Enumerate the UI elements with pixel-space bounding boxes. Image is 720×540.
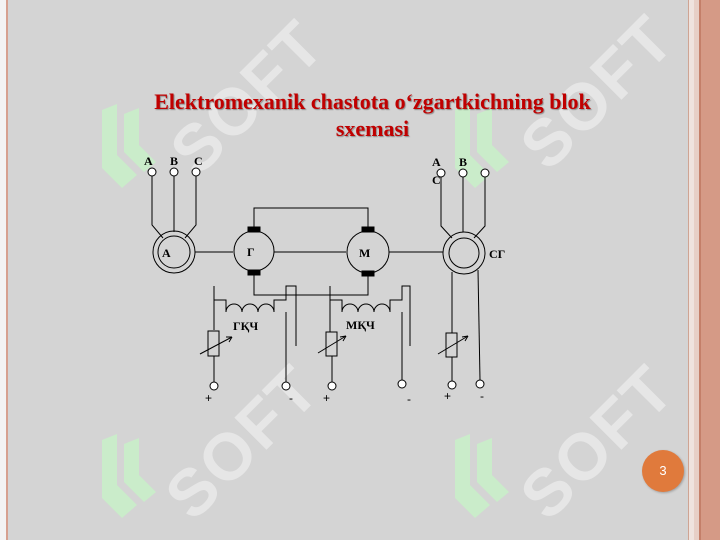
double-hook-logo-icon: [455, 104, 509, 188]
right-border-mid: [694, 0, 699, 540]
motor-a: [152, 230, 196, 274]
gen-winding-coil: [225, 303, 275, 313]
double-hook-logo-icon: [102, 104, 156, 188]
supply-terminal: [281, 381, 291, 391]
terminal-left-a: [147, 167, 157, 177]
label-motor-winding: МҚЧ: [346, 318, 375, 332]
label-motor: M: [359, 246, 370, 260]
supply-terminal: [447, 380, 457, 390]
label-left-b: B: [170, 154, 178, 168]
label-generator: Г: [247, 245, 255, 259]
supply-terminal: [475, 379, 485, 389]
terminal-right-b: [458, 168, 468, 178]
label-left-a: A: [144, 154, 153, 168]
armature-loop: [253, 207, 369, 227]
sign-plus: +: [323, 391, 330, 405]
right-border-outer: [699, 0, 720, 540]
label-gen-winding: ГҚЧ: [233, 319, 258, 333]
right-border-inner: [688, 0, 694, 540]
gen-rheostat: [207, 330, 220, 357]
label-right-b: B: [459, 155, 467, 169]
right-terminals: [436, 168, 490, 239]
sign-plus: +: [205, 391, 212, 405]
page-number-badge: 3: [642, 450, 684, 492]
terminal-left-c: [191, 167, 201, 177]
sign-plus: +: [444, 389, 451, 403]
sign-minus: -: [480, 389, 484, 403]
slide-title: Elektromexanik chastota o‘zgartkichning …: [154, 89, 591, 141]
motor-rheostat: [325, 331, 338, 357]
label-right-a: A: [432, 155, 441, 169]
sync-generator: [442, 231, 486, 275]
terminal-right-c: [480, 168, 490, 178]
double-hook-logo-icon: [102, 434, 156, 518]
left-border: [0, 0, 8, 540]
sign-minus: -: [407, 392, 411, 406]
terminal-left-b: [169, 167, 179, 177]
supply-terminal: [209, 381, 219, 391]
sync-rheostat: [445, 332, 458, 358]
left-terminals: [147, 167, 201, 239]
label-left-c: C: [194, 154, 203, 168]
supply-terminal: [327, 381, 337, 391]
sign-minus: -: [289, 391, 293, 405]
double-hook-logo-icon: [455, 434, 509, 518]
supply-terminal: [397, 379, 407, 389]
label-sync-generator: CГ: [489, 247, 505, 261]
label-right-c: C: [432, 173, 441, 187]
label-motor-a: A: [162, 246, 171, 260]
motor-winding-coil: [341, 303, 391, 313]
